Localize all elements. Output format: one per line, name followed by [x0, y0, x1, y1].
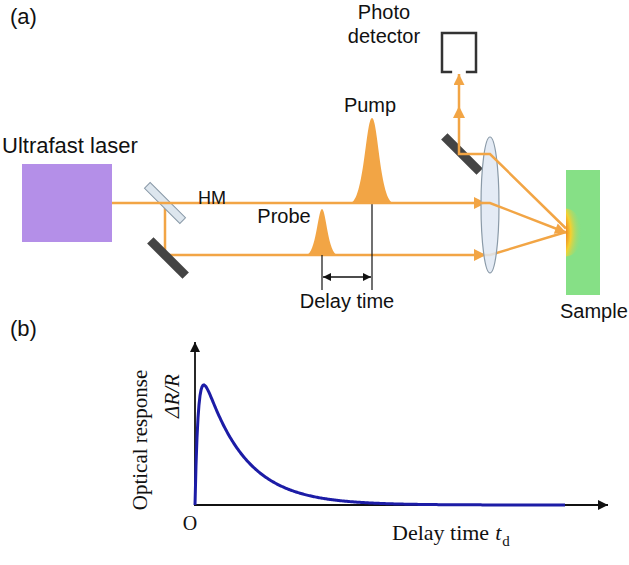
axis-title: Optical response	[128, 370, 152, 511]
light-beam	[112, 203, 566, 233]
mirror	[147, 237, 189, 279]
delay-marker	[321, 255, 322, 290]
delay-marker	[371, 203, 372, 290]
axis-title: Delay time	[392, 520, 489, 546]
photo-detector: Photo detector	[440, 31, 478, 74]
response-curve	[195, 385, 565, 505]
node-label: Ultrafast laser	[2, 134, 138, 158]
origin-label: O	[183, 512, 197, 535]
node-label: Photo detector	[334, 0, 434, 48]
pump-pulse	[350, 118, 394, 203]
laser-box: Ultrafast laser	[22, 164, 112, 242]
panel-label: (a)	[10, 4, 37, 29]
light-beam	[459, 74, 566, 229]
axis-title: ΔR/R	[160, 374, 184, 418]
panel-label: (b)	[10, 316, 37, 341]
axis-subscript: d	[502, 533, 510, 550]
delay-arrow	[323, 276, 371, 277]
detector-outline	[442, 33, 476, 72]
node-label: Sample	[560, 299, 628, 323]
heat-spot	[566, 209, 582, 257]
probe-beam	[165, 203, 566, 255]
part-name: HM	[198, 188, 226, 209]
pulse-name: Pump	[344, 94, 396, 117]
axis-symbol: t	[495, 520, 501, 546]
sample-plate: Sample	[566, 170, 600, 295]
probe-pulse	[306, 209, 338, 255]
pulse-name: Probe	[257, 205, 310, 228]
delay-label: Delay time	[300, 290, 394, 313]
